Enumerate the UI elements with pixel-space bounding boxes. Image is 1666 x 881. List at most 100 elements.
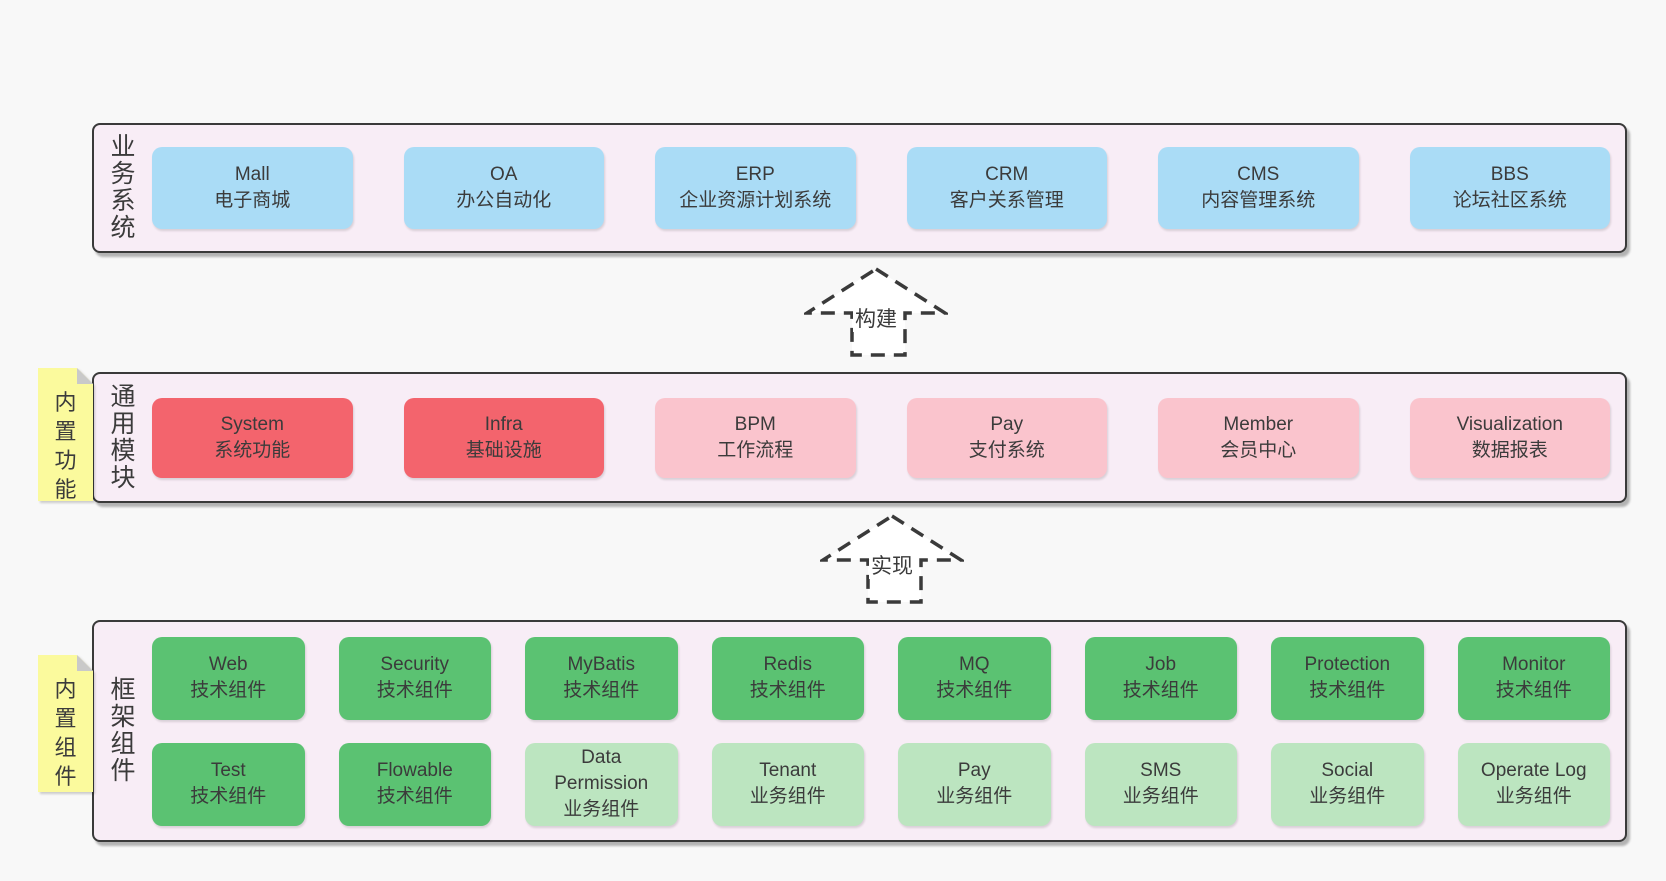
component-box-label: OA bbox=[490, 164, 518, 185]
component-box-label: 支付系统 bbox=[968, 439, 1045, 461]
component-box-label: Security bbox=[380, 654, 450, 675]
component-box-label: 业务组件 bbox=[563, 799, 640, 820]
component-box-label: MyBatis bbox=[567, 654, 636, 675]
component-box-label: 内容管理系统 bbox=[1201, 190, 1316, 211]
component-box-label: 技术组件 bbox=[563, 680, 640, 701]
component-box-label: 企业资源计划系统 bbox=[679, 190, 832, 211]
component-box-label: 技术组件 bbox=[749, 680, 826, 701]
component-box: Web 技术组件 bbox=[152, 636, 305, 720]
component-box-label: Data bbox=[581, 747, 622, 768]
implement-arrow-label: 实现 bbox=[869, 555, 915, 579]
component-box-label: ERP bbox=[735, 164, 775, 185]
implement-arrow: 实现 bbox=[820, 513, 964, 605]
component-box: Social 业务组件 bbox=[1271, 742, 1424, 826]
component-box-label: 数据报表 bbox=[1471, 439, 1548, 461]
panel-label-framework: 框架组件 bbox=[110, 676, 136, 785]
folded-corner-icon bbox=[77, 368, 93, 384]
component-box-label: 客户关系管理 bbox=[949, 190, 1064, 211]
modules-boxes-grid: System 系统功能 Infra 基础设施 BPM 工作流程 Pay 支付系统 Member 会… bbox=[152, 397, 1610, 478]
component-box-label: 业务组件 bbox=[1309, 786, 1386, 807]
sticky-note-paper bbox=[38, 368, 93, 501]
component-box-label: SMS bbox=[1140, 760, 1182, 781]
component-box-label: 技术组件 bbox=[190, 680, 267, 701]
component-box-label: Pay bbox=[957, 760, 991, 781]
component-box-label: 技术组件 bbox=[1309, 680, 1386, 701]
component-box-label: BBS bbox=[1490, 164, 1529, 185]
component-box: ERP 企业资源计划系统 bbox=[655, 147, 856, 229]
sticky-note-paper bbox=[38, 655, 93, 792]
build-arrow-label: 构建 bbox=[853, 308, 899, 332]
component-box-label: Infra bbox=[484, 413, 523, 435]
component-box-label: Web bbox=[208, 654, 248, 675]
component-box: Infra 基础设施 bbox=[403, 397, 604, 478]
component-box: Protection 技术组件 bbox=[1271, 636, 1424, 720]
component-box: Pay 支付系统 bbox=[906, 397, 1107, 478]
component-box-label: Operate Log bbox=[1480, 760, 1587, 781]
component-box: Pay 业务组件 bbox=[898, 742, 1051, 826]
component-box-label: 业务组件 bbox=[749, 786, 826, 807]
component-box-label: Visualization bbox=[1456, 413, 1563, 435]
component-box-label: Protection bbox=[1304, 654, 1391, 675]
component-box-label: Permission bbox=[554, 773, 649, 794]
component-box-label: 论坛社区系统 bbox=[1452, 190, 1567, 211]
sticky-note-label: 内置组件 bbox=[54, 677, 77, 789]
component-box-label: Redis bbox=[763, 654, 813, 675]
component-box-label: 办公自动化 bbox=[456, 190, 552, 211]
component-box-label: 基础设施 bbox=[465, 439, 542, 461]
panel-label-modules: 通用模块 bbox=[110, 382, 136, 492]
component-box-label: 技术组件 bbox=[936, 680, 1013, 701]
component-box: Redis 技术组件 bbox=[711, 636, 864, 720]
component-box: System 系统功能 bbox=[152, 397, 353, 478]
component-box-label: Member bbox=[1223, 413, 1294, 435]
component-box-label: BPM bbox=[734, 413, 776, 435]
component-box-label: Mall bbox=[234, 164, 270, 185]
component-box: MyBatis 技术组件 bbox=[525, 636, 678, 720]
common-modules-panel: 通用模块 System 系统功能 Infra 基础设施 BPM 工作流程 Pay 支付系统 Me… bbox=[92, 372, 1627, 503]
component-box-label: 业务组件 bbox=[1495, 786, 1572, 807]
component-box-label: 业务组件 bbox=[936, 786, 1013, 807]
component-box: BBS 论坛社区系统 bbox=[1409, 147, 1610, 229]
component-box-label: System bbox=[220, 413, 284, 435]
component-box-label: Monitor bbox=[1502, 654, 1566, 675]
component-box-label: 技术组件 bbox=[1495, 680, 1572, 701]
component-box-label: 技术组件 bbox=[190, 786, 267, 807]
component-box-label: Pay bbox=[990, 413, 1024, 435]
sticky-note-builtin-components: 内置组件 bbox=[38, 655, 93, 792]
component-box: Operate Log 业务组件 bbox=[1457, 742, 1610, 826]
component-box-label: CRM bbox=[985, 164, 1029, 185]
component-box: BPM 工作流程 bbox=[655, 397, 856, 478]
component-box: Monitor 技术组件 bbox=[1457, 636, 1610, 720]
component-box-label: 技术组件 bbox=[376, 680, 453, 701]
component-box-label: 工作流程 bbox=[717, 439, 794, 461]
component-box: Tenant 业务组件 bbox=[711, 742, 864, 826]
component-box: CRM 客户关系管理 bbox=[906, 147, 1107, 229]
component-box: Security 技术组件 bbox=[338, 636, 491, 720]
sticky-note-label: 内置功能 bbox=[54, 390, 77, 502]
component-box-label: Job bbox=[1145, 654, 1177, 675]
component-box: Member 会员中心 bbox=[1158, 397, 1359, 478]
component-box-label: Tenant bbox=[759, 760, 817, 781]
component-box: Visualization 数据报表 bbox=[1409, 397, 1610, 478]
panel-label-business: 业务系统 bbox=[110, 133, 136, 242]
component-box-label: 系统功能 bbox=[214, 439, 291, 461]
build-arrow: 构建 bbox=[804, 266, 948, 358]
component-box-label: Test bbox=[210, 760, 246, 781]
component-box-label: 业务组件 bbox=[1122, 786, 1199, 807]
sticky-note-builtin-features: 内置功能 bbox=[38, 368, 93, 502]
component-box-label: 会员中心 bbox=[1220, 439, 1297, 461]
component-box: Test 技术组件 bbox=[152, 742, 305, 826]
component-box-label: Flowable bbox=[376, 760, 453, 781]
component-box-label: Social bbox=[1321, 760, 1374, 781]
